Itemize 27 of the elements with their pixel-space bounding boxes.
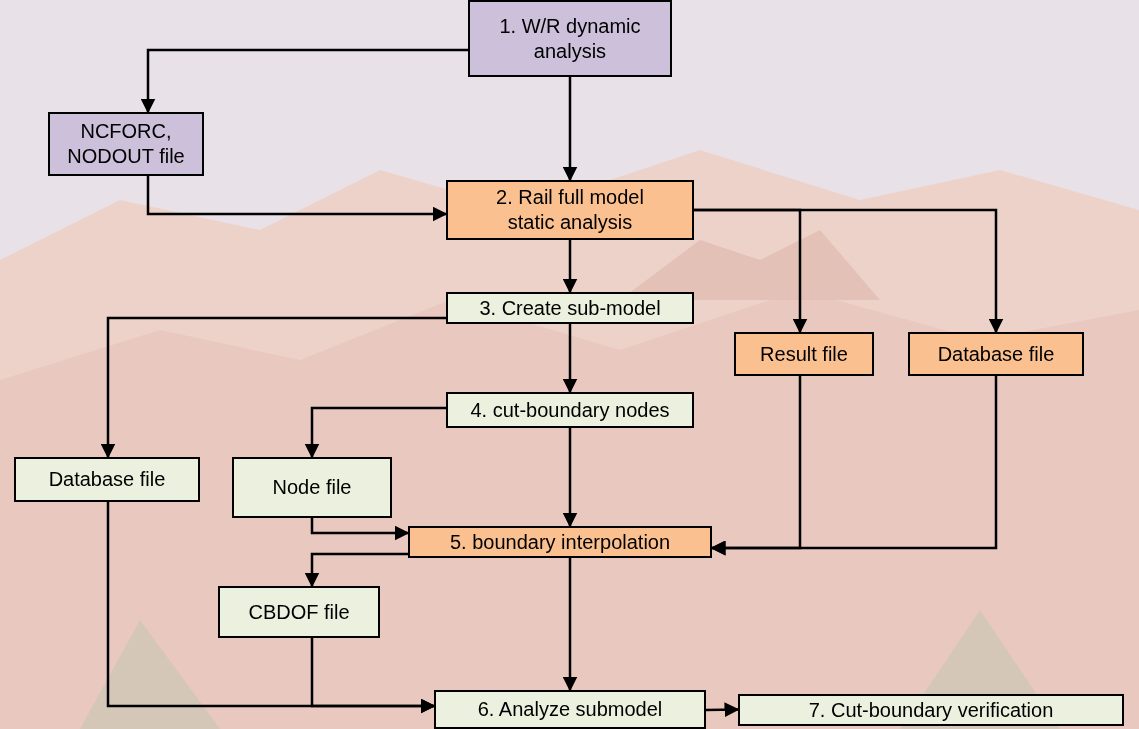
process-box: Result file bbox=[734, 332, 874, 376]
process-box: Node file bbox=[232, 457, 392, 518]
arrow bbox=[562, 324, 578, 394]
process-box: 5. boundary interpolation bbox=[408, 526, 712, 558]
process-box: 3. Create sub-model bbox=[446, 292, 694, 324]
arrow bbox=[562, 240, 578, 294]
arrow bbox=[304, 552, 408, 588]
arrow bbox=[310, 518, 410, 541]
process-box: NCFORC, NODOUT file bbox=[48, 112, 204, 176]
arrow bbox=[140, 48, 468, 114]
arrow bbox=[705, 702, 740, 718]
arrow bbox=[100, 316, 446, 459]
process-box: 7. Cut-boundary verification bbox=[738, 694, 1124, 726]
process-box: CBDOF file bbox=[218, 586, 380, 638]
arrow bbox=[304, 406, 446, 459]
arrow bbox=[562, 558, 578, 692]
process-box: 2. Rail full model static analysis bbox=[446, 180, 694, 240]
process-box: 4. cut-boundary nodes bbox=[446, 392, 694, 428]
arrow bbox=[106, 502, 436, 714]
process-box: 6. Analyze submodel bbox=[434, 690, 706, 729]
process-box: Database file bbox=[908, 332, 1084, 376]
arrow bbox=[562, 77, 578, 182]
arrow bbox=[694, 208, 1004, 334]
process-box: 1. W/R dynamic analysis bbox=[468, 0, 672, 77]
arrow bbox=[562, 428, 578, 528]
arrow bbox=[146, 176, 448, 222]
process-box: Database file bbox=[14, 457, 200, 502]
